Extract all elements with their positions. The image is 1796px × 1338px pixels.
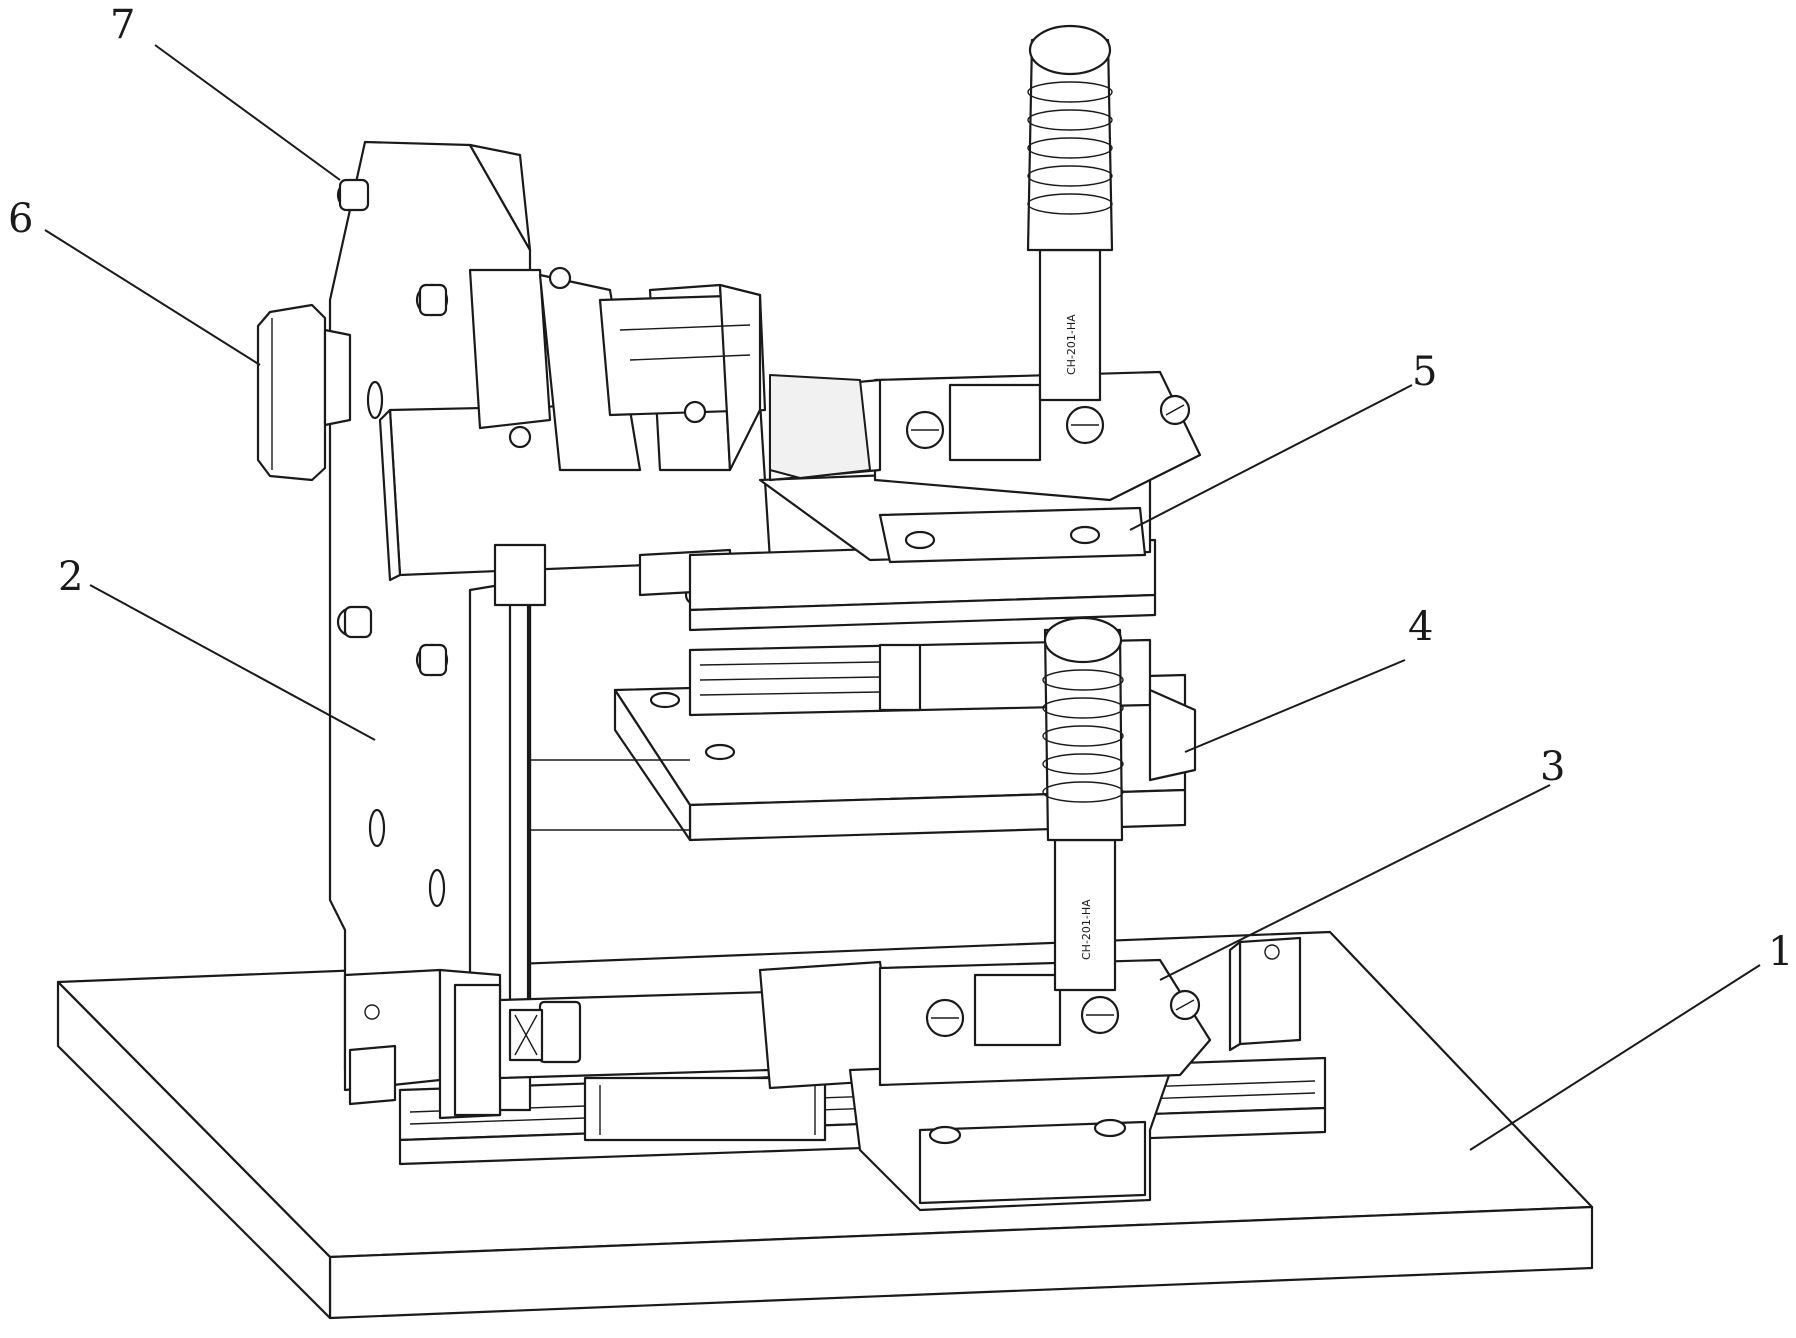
upper-handle-engraving: CH-201-HA: [1065, 314, 1078, 375]
leader-4: [1185, 660, 1405, 752]
callout-7: 7: [110, 2, 135, 48]
callout-3: 3: [1540, 744, 1565, 790]
leader-3: [1160, 785, 1550, 980]
leader-6: [45, 230, 260, 365]
callout-1: 1: [1768, 929, 1793, 975]
leader-1: [1470, 965, 1760, 1150]
callout-6: 6: [8, 196, 33, 242]
callout-2: 2: [58, 554, 83, 600]
callout-5: 5: [1412, 349, 1437, 395]
leader-7: [155, 45, 340, 180]
lower-handle-engraving: CH-201-HA: [1080, 899, 1093, 960]
callout-4: 4: [1408, 604, 1433, 650]
